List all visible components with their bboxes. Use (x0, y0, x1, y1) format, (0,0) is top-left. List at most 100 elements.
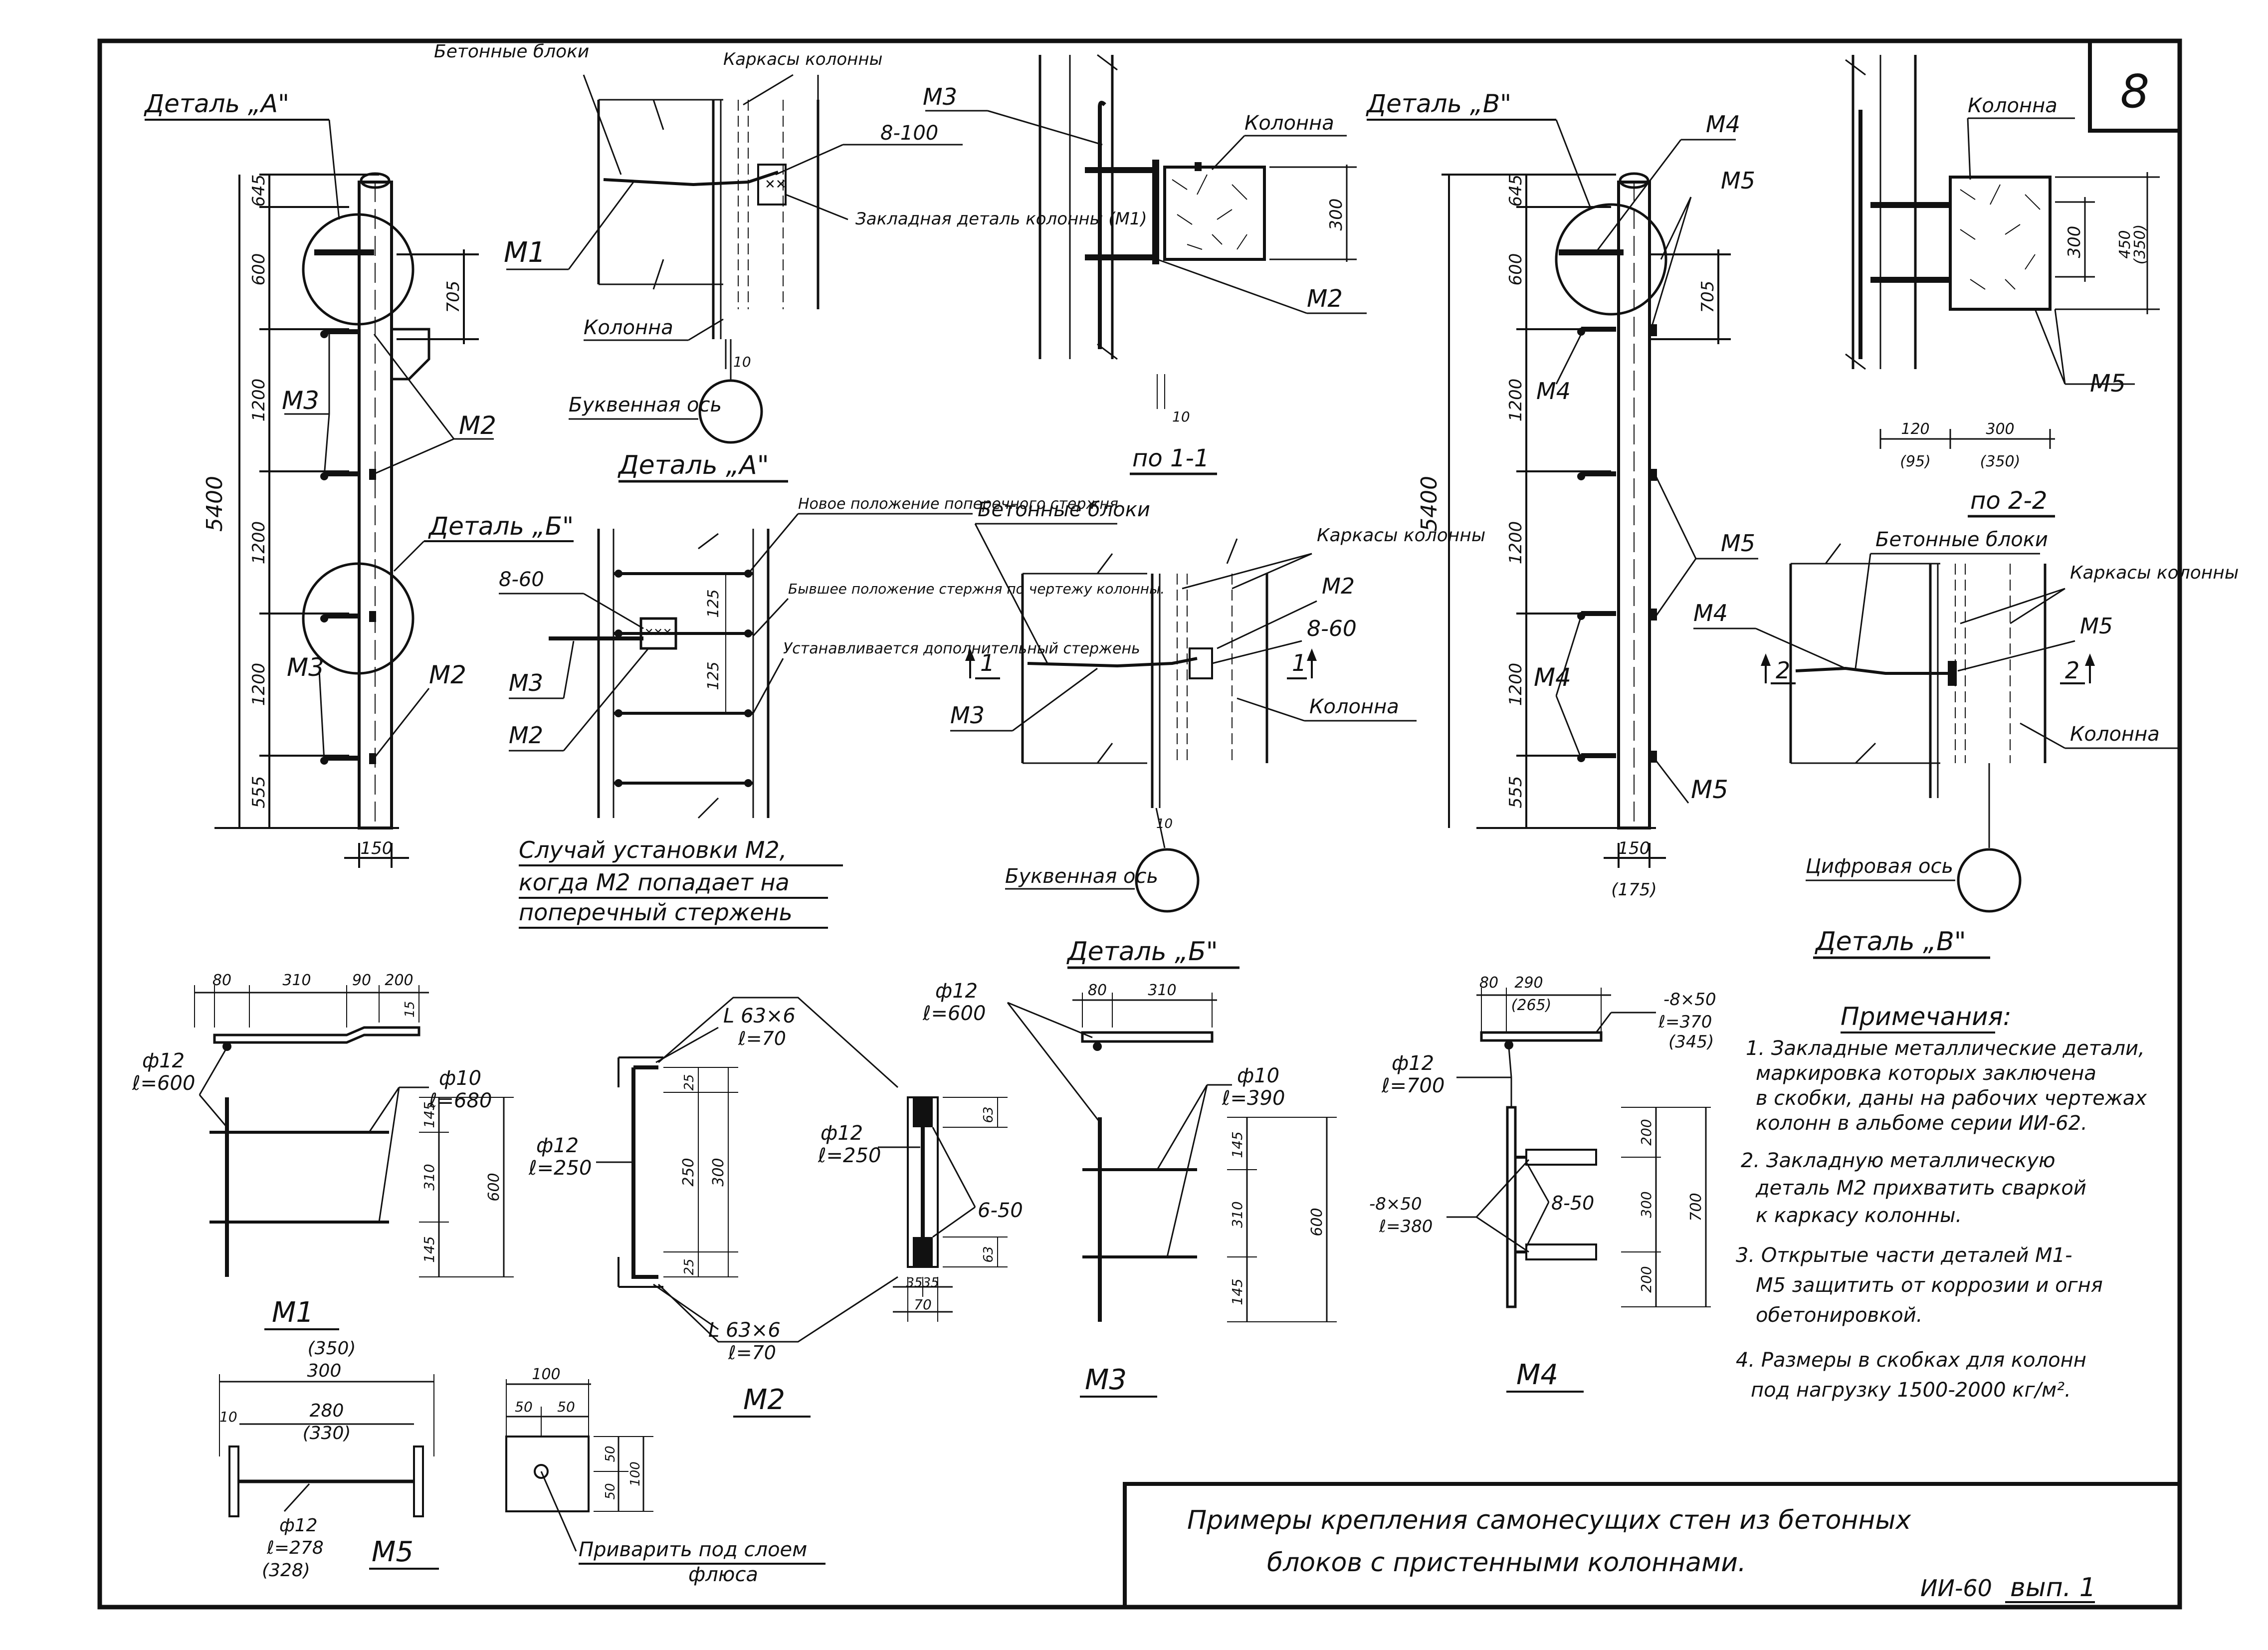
m3-bar2: ф10 (1237, 1064, 1279, 1087)
m5-bar-len: ℓ=278 (266, 1538, 324, 1558)
m1-h1: 145 (421, 1101, 437, 1128)
m3-h3: 145 (1229, 1278, 1245, 1305)
notes-heading: Примечания: (1841, 1002, 2012, 1031)
detail-v-column: Колонна (2070, 723, 2160, 746)
series-code: ИИ-60 (1920, 1575, 1992, 1602)
m5-d10: 10 (219, 1409, 237, 1425)
m1-dim-200: 200 (385, 972, 413, 989)
right-m5-a: М5 (1721, 167, 1755, 194)
m1-label: М1 (272, 1296, 314, 1329)
m4-plate-len-alt: (345) (1668, 1032, 1714, 1052)
m2-angle-top-len: ℓ=70 (738, 1028, 786, 1049)
detail-a-m1: М1 (504, 236, 546, 269)
title-line2: блоков с пристенными колоннами. (1267, 1548, 1746, 1578)
left-dim-555: 555 (249, 776, 269, 809)
m5-w-alt: (350) (308, 1338, 356, 1359)
s11-m3: М3 (923, 83, 957, 110)
m3-h2: 310 (1229, 1201, 1245, 1228)
s22-dim-450: 450 (2116, 230, 2134, 258)
s22-column: Колонна (1968, 94, 2058, 117)
sc-dim-125b: 125 (705, 661, 722, 690)
detail-b-title: Деталь „Б" (1066, 937, 1218, 967)
detail-b-frames: Каркасы колонны (1317, 525, 1485, 546)
svg-text:✕✕: ✕✕ (765, 177, 787, 192)
part-m1: 80 310 90 200 15 145 310 145 600 ф12 ℓ=6… (132, 972, 514, 1330)
note-line-1: 1. Закладные металлические детали, (1746, 1037, 2145, 1060)
detail-b-ref: Деталь „Б" (428, 512, 574, 541)
left-dim-1200b: 1200 (249, 521, 269, 565)
s11-column: Колонна (1244, 112, 1334, 135)
right-m4-b: М4 (1536, 378, 1571, 405)
m4-bar: ф12 (1392, 1052, 1434, 1075)
m3-label: М3 (1085, 1364, 1127, 1396)
detail-a-embedded: Закладная деталь колонны (М1) (855, 209, 1147, 229)
detail-v-axis: Цифровая ось (1806, 855, 1953, 878)
m4-plate2: -8×50 (1369, 1194, 1422, 1214)
m4-label: М4 (1516, 1359, 1558, 1391)
m1-total: 600 (485, 1173, 503, 1201)
s22-dim-300: 300 (2064, 226, 2084, 258)
left-total-dim: 5400 (202, 476, 227, 532)
detail-v-title: Деталь „В" (1815, 927, 1966, 957)
note-line-2: маркировка которых заключена (1756, 1062, 2096, 1085)
left-m2-a: М2 (459, 411, 496, 440)
s11-title: по 1-1 (1132, 444, 1209, 472)
m2-angle-bot: L 63×6 (708, 1319, 781, 1342)
left-elevation: 5400 645 600 1200 1200 1200 555 705 150 … (144, 89, 574, 868)
m1-dim-80: 80 (212, 972, 231, 989)
plate-note-1: Приварить под слоем (579, 1538, 807, 1561)
m2-d250: 250 (680, 1158, 697, 1186)
left-m2-b: М2 (429, 660, 466, 689)
m2-d300: 300 (710, 1158, 727, 1186)
sc-new-pos: Новое положение поперечного стержня (798, 495, 1118, 513)
m4-plate3: 8-50 (1551, 1192, 1594, 1214)
m3-bar: ф12 (935, 980, 978, 1003)
right-dim-645: 645 (1506, 175, 1526, 207)
m1-h2: 310 (421, 1164, 437, 1190)
detail-v-m4: М4 (1693, 600, 1728, 626)
m5-inner-alt: (330) (303, 1423, 351, 1444)
m2-d25a: 25 (682, 1074, 697, 1090)
detail-v-cut-right: 2 (2065, 657, 2079, 684)
m2-d25b: 25 (682, 1258, 697, 1275)
m4-h2: 300 (1638, 1191, 1654, 1218)
detail-a-blocks: Бетонные блоки (434, 41, 589, 62)
m5-label: М5 (372, 1536, 413, 1568)
m3-bar2-len: ℓ=390 (1222, 1087, 1285, 1110)
note-line-7: к каркасу колонны. (1756, 1204, 1962, 1227)
right-m5-c: М5 (1691, 775, 1728, 804)
detail-b-cut-right: 1 (1292, 649, 1306, 676)
m4-h1: 200 (1638, 1119, 1654, 1145)
plate-d50c: 50 (603, 1445, 618, 1462)
note-line-5: 2. Закладную металлическую (1741, 1149, 2056, 1172)
m2-angle-top: L 63×6 (723, 1005, 796, 1028)
right-m5-b: М5 (1721, 530, 1755, 557)
m3-dim-80: 80 (1088, 982, 1107, 999)
plate-h100: 100 (628, 1461, 643, 1486)
detail-a-frames: Каркасы колонны (723, 49, 882, 69)
m2-d35a: 35 (906, 1275, 922, 1290)
left-dim-705: 705 (443, 281, 463, 313)
detail-a-plate: 8-100 (880, 122, 938, 145)
right-total-dim: 5400 (1417, 476, 1442, 532)
detail-a: ✕✕ Бетонные блоки Каркасы колонны 8-100 … (434, 41, 1147, 483)
part-m3: ф12 ℓ=600 80 310 145 310 145 600 ф10 ℓ=3… (922, 980, 1337, 1398)
m2-d63a: 63 (981, 1106, 996, 1123)
m4-plate: -8×50 (1663, 990, 1716, 1010)
special-case-detail: ✕✕✕ 125 125 8-60 М3 М2 Новое положение п… (499, 495, 1165, 929)
detail-b-plate: 8-60 (1307, 616, 1357, 641)
plate-d50d: 50 (603, 1483, 618, 1499)
m2-label: М2 (743, 1384, 785, 1416)
m2-d70: 70 (914, 1296, 932, 1313)
detail-b: Бетонные блоки Каркасы колонны М2 8-60 М… (950, 498, 1485, 969)
m2-bar2-len: ℓ=250 (818, 1144, 881, 1167)
right-m4-a: М4 (1706, 111, 1740, 138)
m2-angle-bot-len: ℓ=70 (728, 1342, 776, 1364)
m3-dim-310: 310 (1148, 982, 1176, 999)
left-m3-b: М3 (287, 653, 324, 682)
detail-a-ref: Деталь „А" (144, 89, 289, 118)
right-dim-150: 150 (1618, 838, 1650, 858)
m1-bar-left: ф12 (142, 1049, 185, 1072)
detail-v-blocks: Бетонные блоки (1875, 528, 2048, 551)
detail-a-axis: Буквенная ось (569, 394, 722, 416)
